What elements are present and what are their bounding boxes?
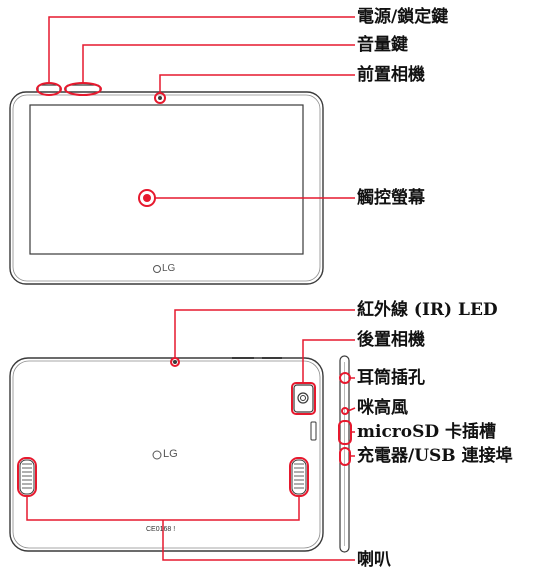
right-speaker — [291, 459, 307, 495]
back-certification-marking: CE0168 ! — [146, 526, 176, 533]
label-headset-jack: 耳筒插孔 — [357, 368, 425, 388]
touch-target-inner — [143, 194, 151, 202]
back-callouts — [26, 309, 356, 561]
label-speaker: 喇叭 — [357, 550, 391, 570]
back-slot-mark — [310, 421, 317, 441]
front-body-inner — [12, 94, 321, 282]
power-callout-line — [48, 16, 355, 83]
front-camera-callout-line — [159, 74, 355, 93]
front-tablet — [9, 82, 324, 285]
label-rear-camera: 後置相機 — [357, 330, 425, 350]
front-camera-lens — [158, 96, 162, 100]
label-charger-usb-port: 充電器/USB 連接埠 — [357, 446, 513, 466]
rear-camera-housing — [293, 384, 314, 413]
rear-camera-lens-inner — [300, 395, 306, 401]
right-speaker-grille — [294, 463, 304, 489]
label-touchscreen: 觸控螢幕 — [357, 188, 425, 208]
back-tablet — [9, 357, 324, 552]
label-power-lock-key: 電源/鎖定鍵 — [357, 7, 449, 27]
label-front-camera: 前置相機 — [357, 65, 425, 85]
volume-callout-line — [82, 44, 355, 83]
ir-led-callout-line — [174, 309, 355, 358]
front-screen — [29, 104, 304, 255]
microphone-callout-line — [347, 407, 356, 412]
back-logo: LG — [163, 448, 178, 460]
rear-camera-callout-line — [302, 339, 355, 383]
ir-led — [173, 360, 177, 364]
front-logo-mark — [153, 265, 161, 273]
label-microphone: 咪高風 — [357, 398, 408, 418]
left-speaker — [19, 459, 35, 495]
front-callouts — [48, 16, 355, 199]
label-ir-led: 紅外線 (IR) LED — [357, 300, 498, 320]
left-speaker-grille — [22, 463, 32, 489]
back-body-outer — [9, 357, 324, 552]
back-logo-mark — [152, 450, 162, 460]
label-microsd-slot: microSD 卡插槽 — [357, 422, 497, 442]
side-tablet — [339, 355, 350, 553]
front-logo: LG — [162, 263, 176, 274]
rear-camera-lens — [297, 392, 309, 404]
label-volume-keys: 音量鍵 — [357, 35, 408, 55]
speaker-callout-line — [162, 520, 355, 561]
back-body-inner — [12, 360, 321, 549]
